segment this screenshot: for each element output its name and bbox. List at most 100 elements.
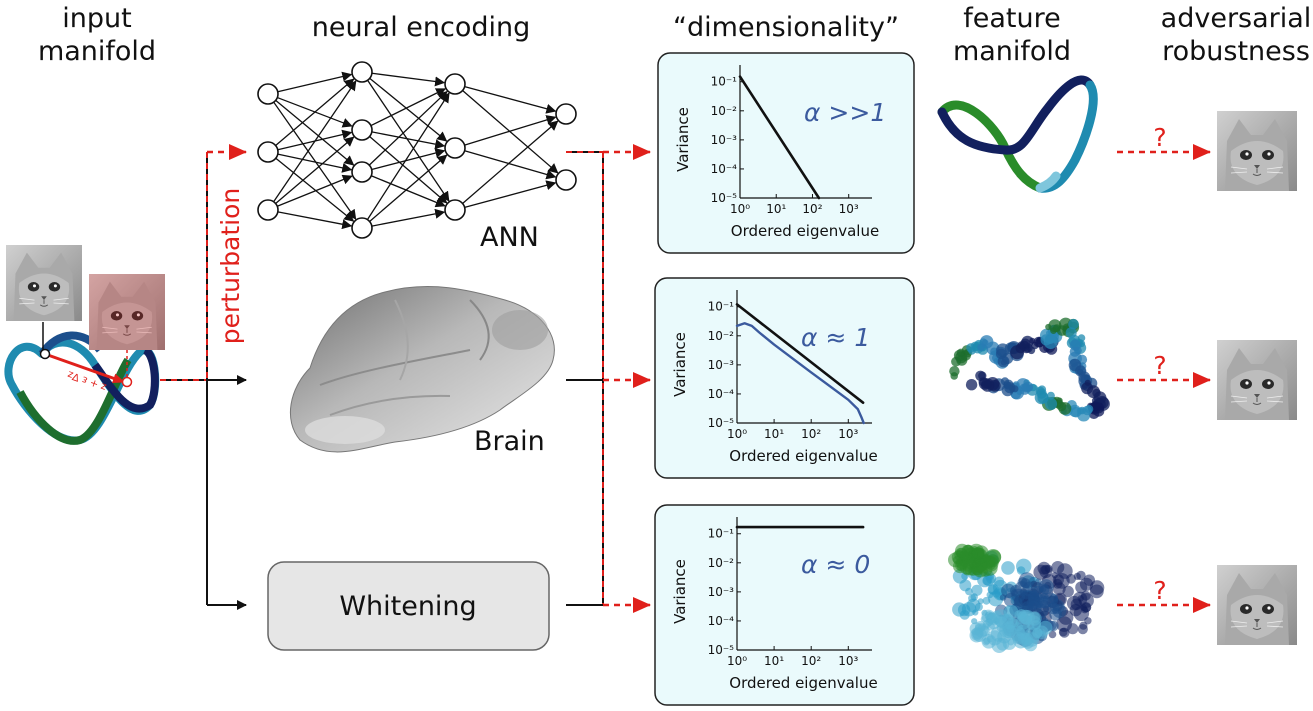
- plot-y-tick-label: 10⁻⁵: [708, 643, 735, 657]
- brain-feature-point: [1046, 391, 1055, 400]
- ann-connection: [277, 211, 353, 230]
- whitening-feature-point: [996, 616, 1008, 629]
- whitening-feature-point: [1058, 627, 1068, 637]
- header-dimensionality: “dimensionality”: [673, 12, 899, 43]
- plot-y-tick-label: 10⁻³: [708, 358, 735, 372]
- brain-feature-point: [1052, 324, 1061, 332]
- plot-x-tick-label: 10¹: [764, 427, 784, 441]
- plot-y-axis-label: Variance: [674, 107, 692, 172]
- ann-connection: [277, 71, 353, 93]
- plot-y-tick-label: 10⁻²: [711, 104, 738, 118]
- whitening-feature-point: [1050, 599, 1065, 614]
- perturbation-label: perturbation: [216, 188, 245, 345]
- ann-node: [351, 217, 373, 239]
- plot-alpha-annotation: α >>1: [804, 98, 886, 127]
- plot-y-tick-label: 10⁻²: [708, 329, 735, 343]
- plot-y-tick-label: 10⁻³: [711, 133, 738, 147]
- ann-connection: [273, 101, 357, 220]
- ann-connection: [367, 79, 450, 202]
- ann-connection: [275, 157, 355, 222]
- plot-x-tick-label: 10²: [802, 202, 822, 216]
- whitening-feature-point: [983, 637, 991, 645]
- ann-node: [444, 199, 466, 221]
- brain-feature-point: [1056, 401, 1067, 412]
- whitening-feature-point: [959, 579, 972, 592]
- robustness-question-3: ?: [1153, 576, 1166, 605]
- whitening-feature-point: [971, 547, 984, 560]
- brain-label: Brain: [474, 426, 545, 457]
- plot-y-axis-label: Variance: [671, 559, 689, 624]
- plot-x-tick-label: 10⁰: [727, 427, 747, 441]
- brain-feature-point: [1083, 374, 1090, 381]
- whitening-feature-point: [971, 584, 983, 596]
- whitening-feature-point: [1076, 570, 1086, 581]
- header-adversarial-robustness-line2: robustness: [1162, 36, 1310, 67]
- plot-x-tick-label: 10¹: [764, 654, 784, 668]
- plot-y-axis-label: Variance: [671, 332, 689, 397]
- header-feature-manifold-line1: feature: [963, 3, 1060, 34]
- whitening-feature-point: [1029, 612, 1041, 623]
- whitening-feature-point: [974, 603, 983, 611]
- ann-connection: [371, 72, 446, 87]
- whitening-feature-point: [1067, 623, 1079, 635]
- brain-feature-point: [981, 378, 995, 392]
- whitening-feature-point: [1016, 627, 1026, 637]
- brain-feature-point: [956, 348, 966, 357]
- whitening-feature-point: [1075, 581, 1088, 594]
- whitening-feature-point: [1080, 602, 1092, 613]
- output-cat-photo-icon-2: [1217, 340, 1297, 420]
- brain-feature-point: [965, 379, 978, 391]
- brain-feature-point: [1037, 392, 1049, 404]
- plot-y-tick-label: 10⁻⁴: [708, 387, 735, 401]
- plot-series-line: [735, 303, 865, 405]
- ann-node: [257, 199, 279, 221]
- plot-y-tick-label: 10⁻³: [708, 585, 735, 599]
- whitening-feature-point: [1001, 561, 1015, 575]
- header-input-manifold-line2: manifold: [38, 36, 156, 67]
- brain-feature-point: [975, 370, 986, 381]
- whitening-feature-point: [968, 594, 977, 603]
- plot-x-tick-label: 10¹: [766, 202, 786, 216]
- ann-node: [351, 61, 373, 83]
- brain-feature-point: [1077, 408, 1091, 422]
- feature-manifold-ann: [937, 75, 1098, 193]
- neural-network-icon: [257, 61, 577, 239]
- whitening-box: [267, 561, 550, 651]
- ann-connection: [275, 78, 355, 147]
- plot-y-tick-label: 10⁻⁵: [708, 416, 735, 430]
- ann-connection: [371, 208, 446, 227]
- feature-manifold-brain: [949, 317, 1110, 422]
- ann-connection: [464, 115, 557, 146]
- ann-label: ANN: [480, 222, 539, 253]
- plot-x-tick-label: 10³: [838, 654, 858, 668]
- plot-y-tick-label: 10⁻⁵: [711, 191, 738, 205]
- plot-y-tick-label: 10⁻¹: [708, 300, 735, 314]
- whitening-feature-point: [979, 625, 990, 637]
- whitening-label: Whitening: [339, 591, 476, 622]
- ann-node: [444, 73, 466, 95]
- brain-feature-point: [1068, 318, 1079, 330]
- plot-x-axis-label: Ordered eigenvalue: [731, 222, 879, 240]
- perturbed-point: [121, 376, 133, 388]
- plot-x-tick-label: 10⁰: [727, 654, 747, 668]
- ann-connection: [275, 136, 355, 205]
- whitening-feature-point: [982, 554, 991, 562]
- feature-manifold-whitening: [948, 543, 1105, 654]
- ann-connection: [464, 150, 557, 180]
- plot-y-tick-label: 10⁻¹: [711, 75, 738, 89]
- whitening-feature-point: [991, 637, 1007, 654]
- input-manifold-curve: [4, 331, 160, 445]
- brain-feature-point: [1037, 385, 1047, 394]
- plot-y-tick-label: 10⁻⁴: [708, 614, 735, 628]
- whitening-feature-point: [1089, 580, 1105, 595]
- ann-connection: [371, 175, 446, 208]
- ann-connection: [277, 153, 353, 173]
- brain-feature-point: [1000, 359, 1007, 366]
- plot-panel: [657, 52, 915, 254]
- ann-connection: [370, 88, 447, 127]
- plot-panel: [654, 277, 915, 479]
- whitening-feature-point: [972, 561, 989, 578]
- ann-node: [555, 169, 577, 191]
- whitening-feature-point: [1038, 579, 1054, 595]
